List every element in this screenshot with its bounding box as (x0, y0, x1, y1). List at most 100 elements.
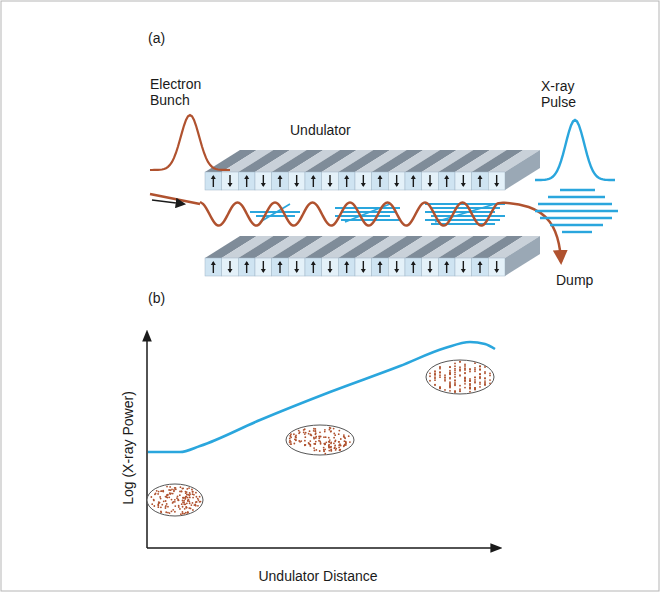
electron-dot (459, 388, 461, 390)
field-arrowhead (211, 175, 216, 179)
magnet-face (238, 172, 255, 190)
electron-dot (314, 433, 316, 435)
electron-dot (323, 450, 325, 452)
upper-magnet-array (205, 150, 540, 190)
direction-arrow (152, 200, 184, 204)
electron-dot (339, 449, 341, 451)
magnet-face (322, 172, 339, 190)
electron-dot (313, 430, 315, 432)
magnet-face (238, 258, 255, 276)
electron-dot (454, 376, 456, 378)
electron-dot (454, 365, 456, 367)
electron-dot (479, 383, 481, 385)
magnet-face (438, 172, 455, 190)
electron-dot (474, 387, 476, 389)
electron-dot (330, 430, 332, 432)
electron-dot (449, 370, 451, 372)
electron-dot (333, 437, 335, 439)
x-axis (147, 547, 500, 549)
electron-dot (469, 368, 471, 370)
axis-label: Log (X-ray Power) (120, 391, 136, 505)
electron-dot (464, 379, 466, 381)
magnet-face (322, 258, 339, 276)
electron-dot (459, 370, 461, 372)
electron-dot (469, 380, 471, 382)
electron-dot (159, 496, 161, 498)
field-arrowhead (311, 261, 316, 265)
electron-dot (187, 511, 189, 513)
electron-dot (439, 374, 441, 376)
electron-dot (484, 382, 486, 384)
electron-dot (186, 493, 188, 495)
bunch-ellipse (147, 484, 203, 516)
electron-dot (192, 491, 194, 493)
field-arrowhead (328, 183, 333, 187)
electron-dot (192, 502, 194, 504)
electron-dot (344, 440, 346, 442)
electron-dot (313, 437, 315, 439)
field-arrowhead (228, 269, 233, 273)
electron-dot (464, 387, 466, 389)
electron-dot (330, 431, 332, 433)
electron-dot (289, 435, 291, 437)
electron-dot (439, 366, 441, 368)
field-arrowhead (244, 175, 249, 179)
electron-dot (168, 496, 170, 498)
field-arrowhead (444, 261, 449, 265)
electron-dot (484, 377, 486, 379)
electron-dot (464, 377, 466, 379)
full-microbunch (426, 360, 494, 394)
electron-dot (474, 381, 476, 383)
field-arrowhead (228, 183, 233, 187)
electron-dot (187, 511, 189, 513)
electron-dot (195, 492, 197, 494)
magnet-face (255, 172, 272, 190)
electron-dot (345, 443, 347, 445)
electron-dot (489, 379, 491, 381)
electron-dot (314, 430, 316, 432)
electron-dot (339, 443, 341, 445)
electron-dot (469, 369, 471, 371)
electron-dot (158, 501, 160, 503)
electron-dot (469, 371, 471, 373)
panel-label: (a) (148, 30, 165, 46)
electron-dot (171, 510, 173, 512)
electron-dot (328, 446, 330, 448)
electron-dot (172, 493, 174, 495)
electron-dot (330, 449, 332, 451)
electron-dot (200, 501, 202, 503)
electron-dot (343, 436, 345, 438)
magnet-face (405, 258, 422, 276)
electron-dot (323, 436, 325, 438)
field-arrowhead (444, 175, 449, 179)
electron-dot (304, 433, 306, 435)
electron-dot (174, 499, 176, 501)
electron-dot (187, 499, 189, 501)
electron-dot (153, 505, 155, 507)
electron-dot (459, 385, 461, 387)
electron-dot (303, 429, 305, 431)
field-arrowhead (261, 183, 266, 187)
electron-dot (304, 444, 306, 446)
electron-dot (324, 444, 326, 446)
electron-dot (474, 367, 476, 369)
electron-dot (150, 496, 152, 498)
magnet-face (388, 258, 405, 276)
electron-dot (434, 384, 436, 386)
electron-dot (439, 376, 441, 378)
electron-dot (479, 366, 481, 368)
electron-dot (479, 369, 481, 371)
magnet-face (488, 172, 505, 190)
electron-dot (323, 447, 325, 449)
magnet-face (388, 172, 405, 190)
electron-dot (334, 441, 336, 443)
electron-dot (464, 369, 466, 371)
electron-dot (185, 496, 187, 498)
xray-wavefront (562, 231, 592, 233)
electron-dot (479, 373, 481, 375)
electron-dot (469, 387, 471, 389)
electron-dot (335, 449, 337, 451)
magnet-face (222, 258, 239, 276)
electron-dot (165, 496, 167, 498)
electron-dot (178, 499, 180, 501)
